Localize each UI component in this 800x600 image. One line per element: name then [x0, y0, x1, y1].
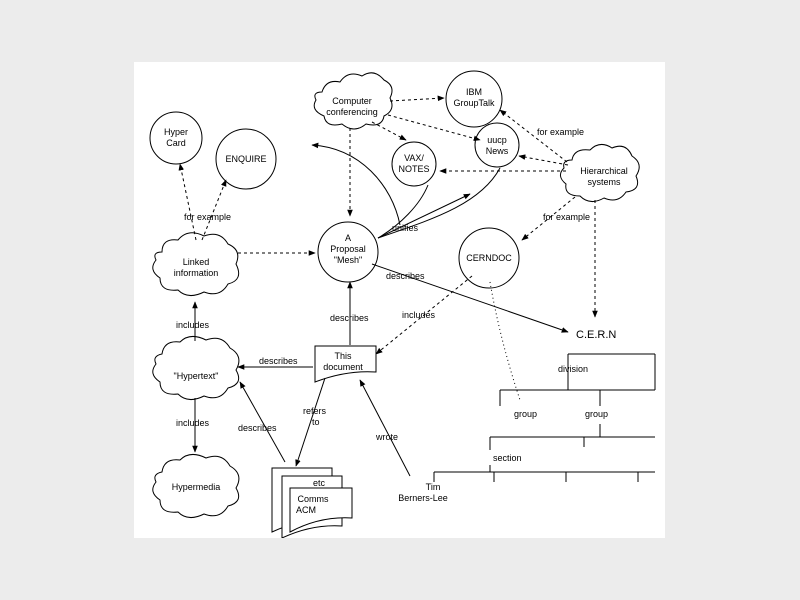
edge-conf-uucp [387, 114, 481, 142]
label-hypermedia: Hypermedia [172, 482, 221, 492]
label-for-example-3: for example [184, 212, 231, 222]
edge-linked-hypercard [178, 163, 197, 241]
label-includes-2: includes [176, 320, 210, 330]
label-berners-lee: Berners-Lee [398, 493, 448, 503]
label-hyper: Hyper [164, 127, 188, 137]
label-to: to [312, 417, 320, 427]
edge-labels: for example for example for example unif… [176, 127, 590, 442]
label-describes-3: describes [259, 356, 298, 366]
label-card: Card [166, 138, 186, 148]
edge-unifies-vax [377, 184, 429, 239]
label-grouptalk: GroupTalk [453, 98, 495, 108]
edge-hier-cerndoc [521, 196, 576, 241]
node-labels: Computer conferencing IBM GroupTalk Hype… [164, 87, 628, 515]
node-linked-information [152, 232, 240, 296]
label-notes: NOTES [398, 164, 429, 174]
node-hyper-card [149, 111, 203, 165]
label-describes-1: describes [386, 271, 425, 281]
label-wrote: wrote [375, 432, 398, 442]
org-tree [433, 353, 656, 482]
node-ibm-grouptalk [445, 70, 503, 128]
label-acm: ACM [296, 505, 316, 515]
label-document: document [323, 362, 363, 372]
label-includes-3: includes [176, 418, 210, 428]
node-proposal [317, 221, 379, 283]
node-uucp-news [474, 122, 520, 168]
node-this-document [314, 345, 377, 383]
label-computer: Computer [332, 96, 372, 106]
label-conferencing: conferencing [326, 107, 378, 117]
label-linked: Linked [183, 257, 210, 267]
label-this: This [334, 351, 352, 361]
edge-linked-enquire [201, 179, 227, 241]
edge-thisdoc-docs [295, 377, 326, 467]
label-hypertext: "Hypertext" [174, 371, 219, 381]
node-cerndoc [458, 227, 520, 289]
node-vax-notes [391, 141, 437, 187]
label-hierarchical: Hierarchical [580, 166, 628, 176]
label-etc: etc [313, 478, 326, 488]
label-a: A [345, 233, 351, 243]
edge-unifies-uucp [377, 167, 501, 239]
label-news: News [486, 146, 509, 156]
diagram-canvas: Computer conferencing IBM GroupTalk Hype… [134, 62, 665, 538]
label-systems: systems [587, 177, 621, 187]
edge-proposal-enquire [311, 142, 401, 226]
node-computer-conferencing [313, 72, 393, 130]
node-hypermedia [152, 454, 240, 518]
label-comms: Comms [298, 494, 329, 504]
label-cerndoc: CERNDOC [466, 253, 512, 263]
label-proposal: Proposal [330, 244, 366, 254]
edge-hier-uucp [518, 154, 569, 166]
edge-conf-vax [371, 121, 407, 141]
label-enquire: ENQUIRE [225, 154, 266, 164]
edge-unifies-cerndoc [377, 193, 471, 239]
label-for-example-1: for example [537, 127, 584, 137]
node-enquire [215, 128, 277, 190]
label-includes-1: includes [402, 310, 436, 320]
org-labels: C.E.R.N division group group section [493, 329, 616, 463]
label-division: division [558, 364, 588, 374]
edge-conf-ibm [389, 95, 445, 102]
label-group-1: group [514, 409, 537, 419]
edge-hier-ibm [499, 109, 568, 163]
label-ibm: IBM [466, 87, 482, 97]
label-for-example-2: for example [543, 212, 590, 222]
edge-proposal-cern [371, 263, 569, 333]
label-uucp: uucp [487, 135, 507, 145]
node-hierarchical-systems [560, 144, 640, 202]
label-describes-2: describes [330, 313, 369, 323]
mesh-diagram: Computer conferencing IBM GroupTalk Hype… [149, 70, 656, 538]
edge-tim-thisdoc [359, 379, 411, 477]
edge-cerndoc-group [489, 281, 521, 401]
label-describes-4: describes [238, 423, 277, 433]
label-mesh: "Mesh" [334, 255, 362, 265]
node-hypertext [152, 336, 240, 400]
label-refers: refers [303, 406, 327, 416]
label-information: information [174, 268, 219, 278]
node-docs-front [289, 487, 353, 533]
label-section: section [493, 453, 522, 463]
label-cern: C.E.R.N [576, 329, 616, 341]
edge-docs-hypertext [239, 381, 286, 463]
label-vax: VAX/ [404, 153, 424, 163]
label-unifies: unifies [392, 223, 419, 233]
edge-cerndoc-thisdoc [375, 275, 473, 355]
label-group-2: group [585, 409, 608, 419]
label-tim: Tim [426, 482, 441, 492]
